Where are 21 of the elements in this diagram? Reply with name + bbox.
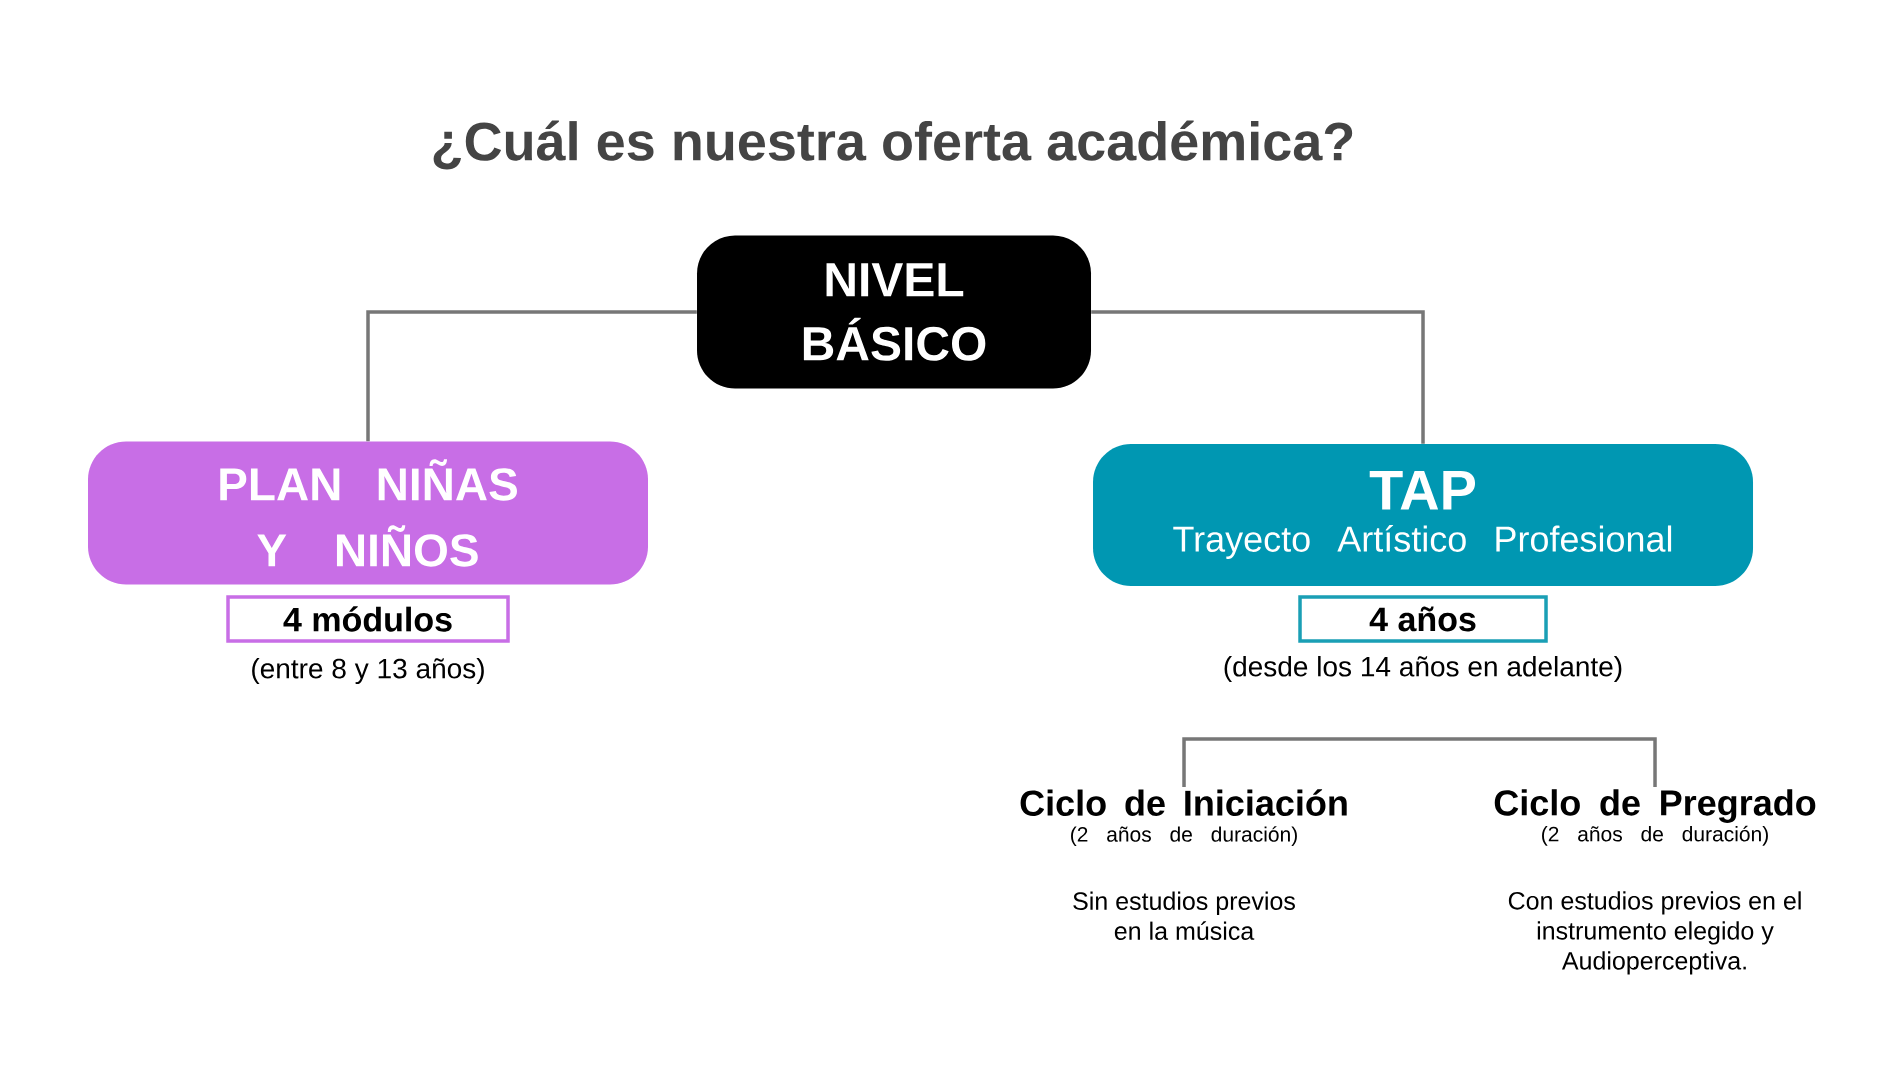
box-text: PLAN NIÑAS Y NIÑOS [220,459,517,567]
connector-line [1182,737,1657,787]
age-note: (entre 8 y 13 años) [252,657,484,685]
description-text: Con estudios previos en el instrumento elegido y Audioperceptiva. [1508,891,1801,975]
duration-text: (2 años de duración) [1542,825,1768,846]
duration-tag: 4 módulos [226,595,510,643]
description-text: Sin estudios previos en la música [1073,891,1295,940]
program-box [88,441,648,585]
title: ¿Cuál es nuestra oferta académica? [433,120,1353,170]
connector-line [1091,310,1425,444]
level-box [697,235,1091,389]
box-text: Trayecto Artístico Profesional [1173,525,1672,559]
box-text: NIVEL BÁSICO [803,263,986,361]
duration-tag: 4 años [1298,595,1548,643]
program-box [1093,444,1753,586]
box-text: TAP [1369,471,1476,510]
age-note: (desde los 14 años en adelante) [1224,656,1622,683]
cycle-heading: Ciclo de Iniciación [1020,789,1347,816]
duration-text: (2 años de duración) [1071,826,1297,846]
connector-line [366,310,697,442]
cycle-heading: Ciclo de Pregrado [1494,789,1816,823]
